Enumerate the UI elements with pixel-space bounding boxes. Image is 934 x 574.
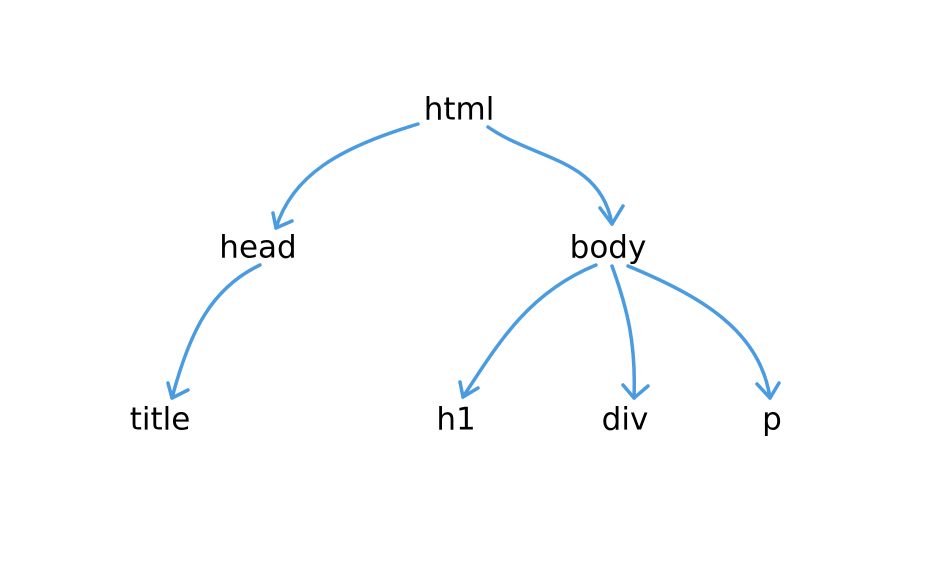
node-head: head [219,229,297,266]
node-title: title [129,401,191,438]
edge-html-body [486,125,625,226]
node-body: body [569,229,647,266]
node-h1: h1 [436,401,476,438]
edge-body-div [610,264,650,400]
edge-body-p [626,264,781,400]
edge-html-head [271,122,420,230]
node-p: p [762,401,782,438]
edge-head-title [166,263,262,400]
edge-body-h1 [458,263,598,399]
node-html: html [423,91,495,128]
node-div: div [601,401,649,438]
